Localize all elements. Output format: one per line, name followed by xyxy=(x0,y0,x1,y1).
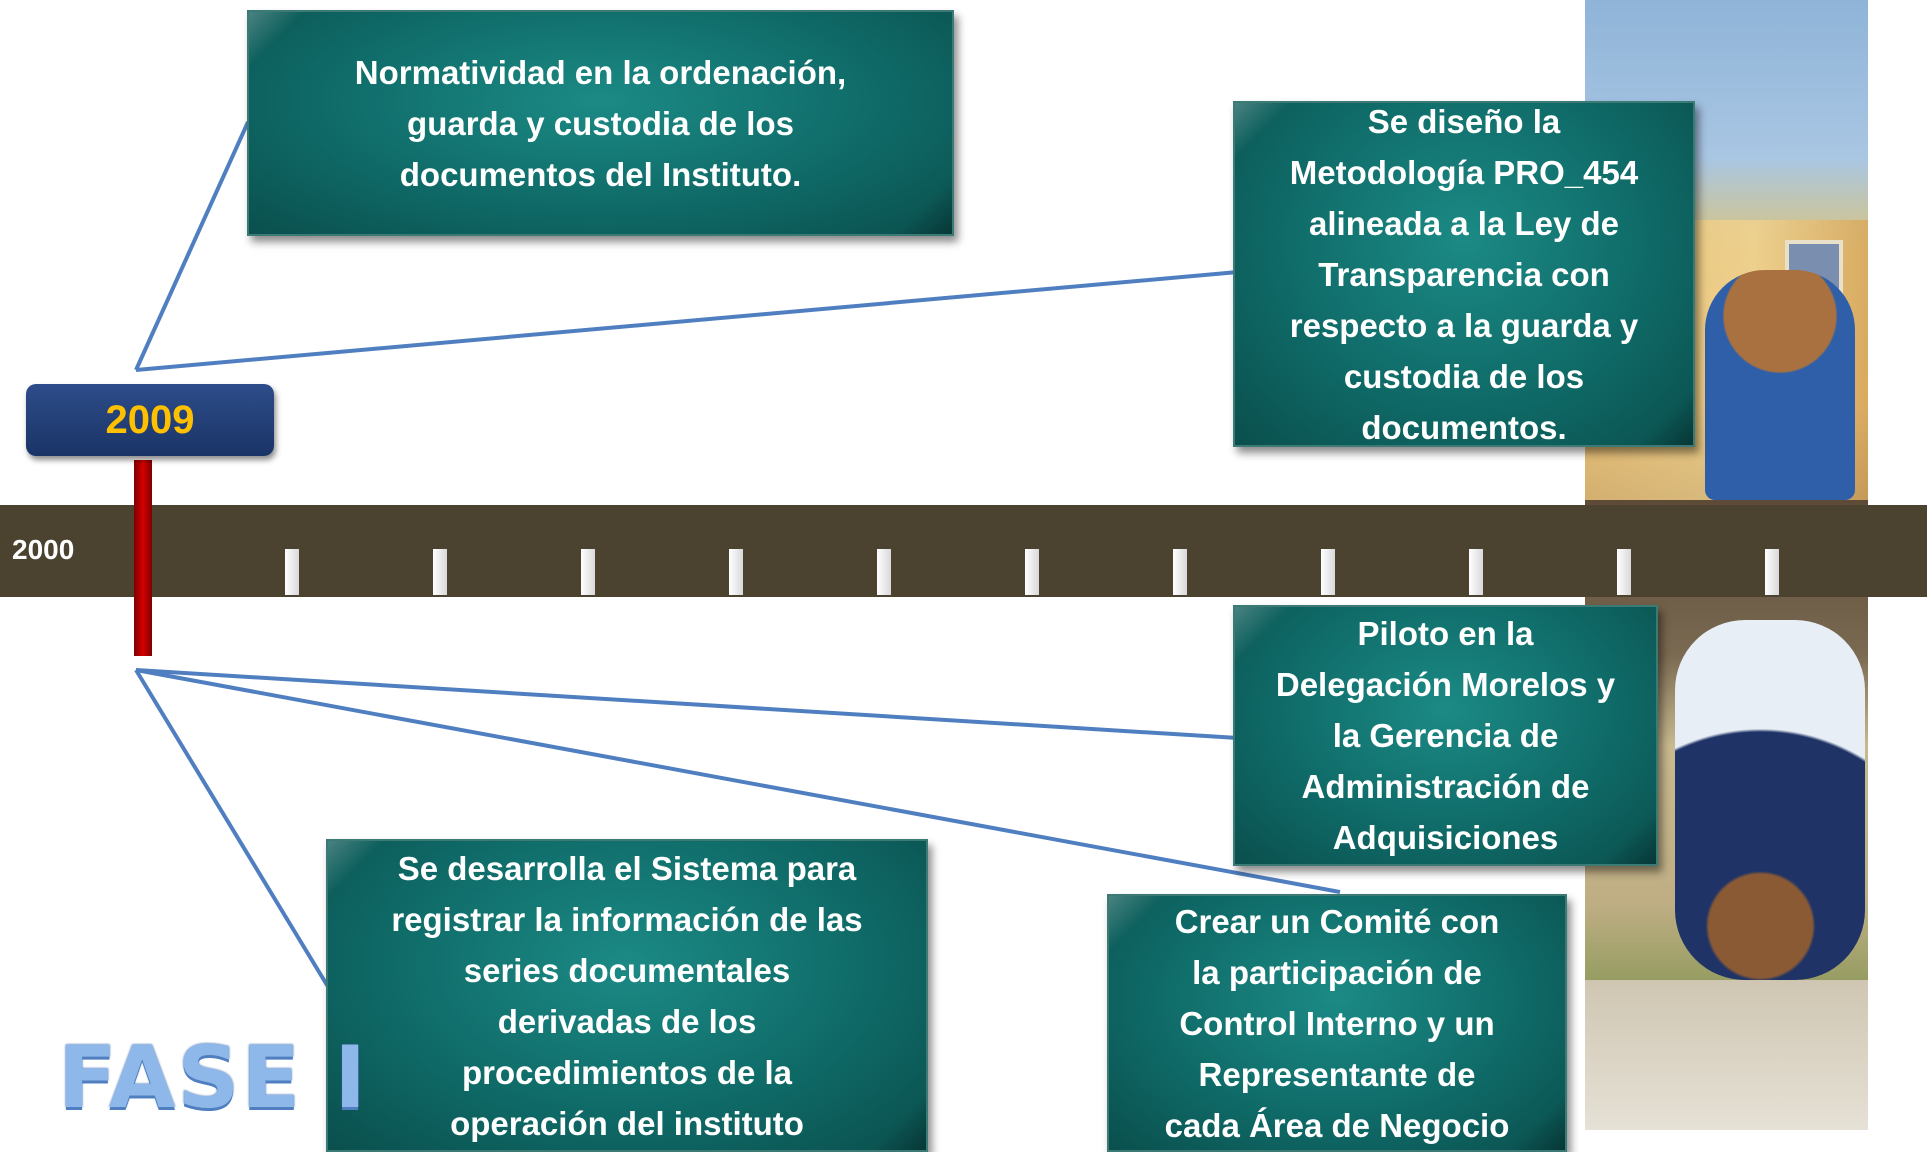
card-piloto: Piloto en la Delegación Morelos y la Geren… xyxy=(1233,605,1658,866)
timeline-tick xyxy=(1617,549,1631,595)
connector-sistema xyxy=(134,668,332,992)
timeline-tick xyxy=(433,549,447,595)
timeline-start-label: 2000 xyxy=(12,534,75,565)
card-metodologia: Se diseño la Metodología PRO_454 alineada … xyxy=(1233,101,1695,447)
card-line: custodia de los xyxy=(1343,357,1585,395)
card-line: series documentales xyxy=(463,951,791,989)
card-line: alineada a la Ley de xyxy=(1309,204,1619,242)
card-line: guarda y custodia de los xyxy=(407,104,794,142)
child-figure-bottom xyxy=(1675,620,1865,980)
timeline-tick xyxy=(581,549,595,595)
card-line: Adquisiciones xyxy=(1332,819,1559,856)
card-line: documentos del Instituto. xyxy=(399,155,802,193)
card-line: operación del instituto xyxy=(450,1104,804,1142)
card-line: Control Interno y un xyxy=(1179,1004,1495,1042)
card-line: documentos. xyxy=(1361,408,1567,446)
year-marker xyxy=(134,460,152,656)
timeline-tick xyxy=(1765,549,1779,595)
timeline-tick xyxy=(729,549,743,595)
card-line: Metodología PRO_454 xyxy=(1289,153,1639,191)
connector-piloto xyxy=(135,668,1239,740)
connector-comite xyxy=(135,668,1341,894)
timeline-tick xyxy=(1469,549,1483,595)
card-line: Representante de xyxy=(1198,1055,1476,1093)
card-line: la Gerencia de xyxy=(1332,717,1559,754)
card-line: Se diseño la xyxy=(1367,102,1561,140)
card-line: Crear un Comité con xyxy=(1174,902,1500,940)
card-line: Delegación Morelos y xyxy=(1275,666,1616,703)
card-line: Administración de xyxy=(1301,768,1590,805)
card-line: Se desarrolla el Sistema para xyxy=(397,849,857,887)
timeline-tick xyxy=(1025,549,1039,595)
card-normatividad: Normatividad en la ordenación, guarda y c… xyxy=(247,10,954,236)
card-line: la participación de xyxy=(1192,953,1482,991)
card-sistema: Se desarrolla el Sistema para registrar l… xyxy=(326,839,928,1152)
timeline-tick xyxy=(877,549,891,595)
card-line: respecto a la guarda y xyxy=(1289,306,1639,344)
card-line: Transparencia con xyxy=(1318,255,1610,293)
card-line: derivadas de los xyxy=(497,1002,757,1040)
year-badge: 2009 xyxy=(26,384,274,456)
card-line: Normatividad en la ordenación, xyxy=(354,53,847,91)
card-line: cada Área de Negocio xyxy=(1164,1106,1510,1144)
timeline-tick xyxy=(285,549,299,595)
card-comite: Crear un Comité con la participación de Co… xyxy=(1107,894,1567,1152)
connector-metodologia xyxy=(135,270,1239,372)
card-line: registrar la información de las xyxy=(391,900,863,938)
timeline-bar xyxy=(0,505,1927,597)
child-figure-top xyxy=(1705,270,1855,500)
connector-normatividad xyxy=(134,121,250,371)
card-line: Piloto en la xyxy=(1357,615,1534,652)
card-line: procedimientos de la xyxy=(461,1053,793,1091)
phase-label: FASE I xyxy=(58,1028,369,1128)
timeline-tick xyxy=(1173,549,1187,595)
timeline-tick xyxy=(1321,549,1335,595)
